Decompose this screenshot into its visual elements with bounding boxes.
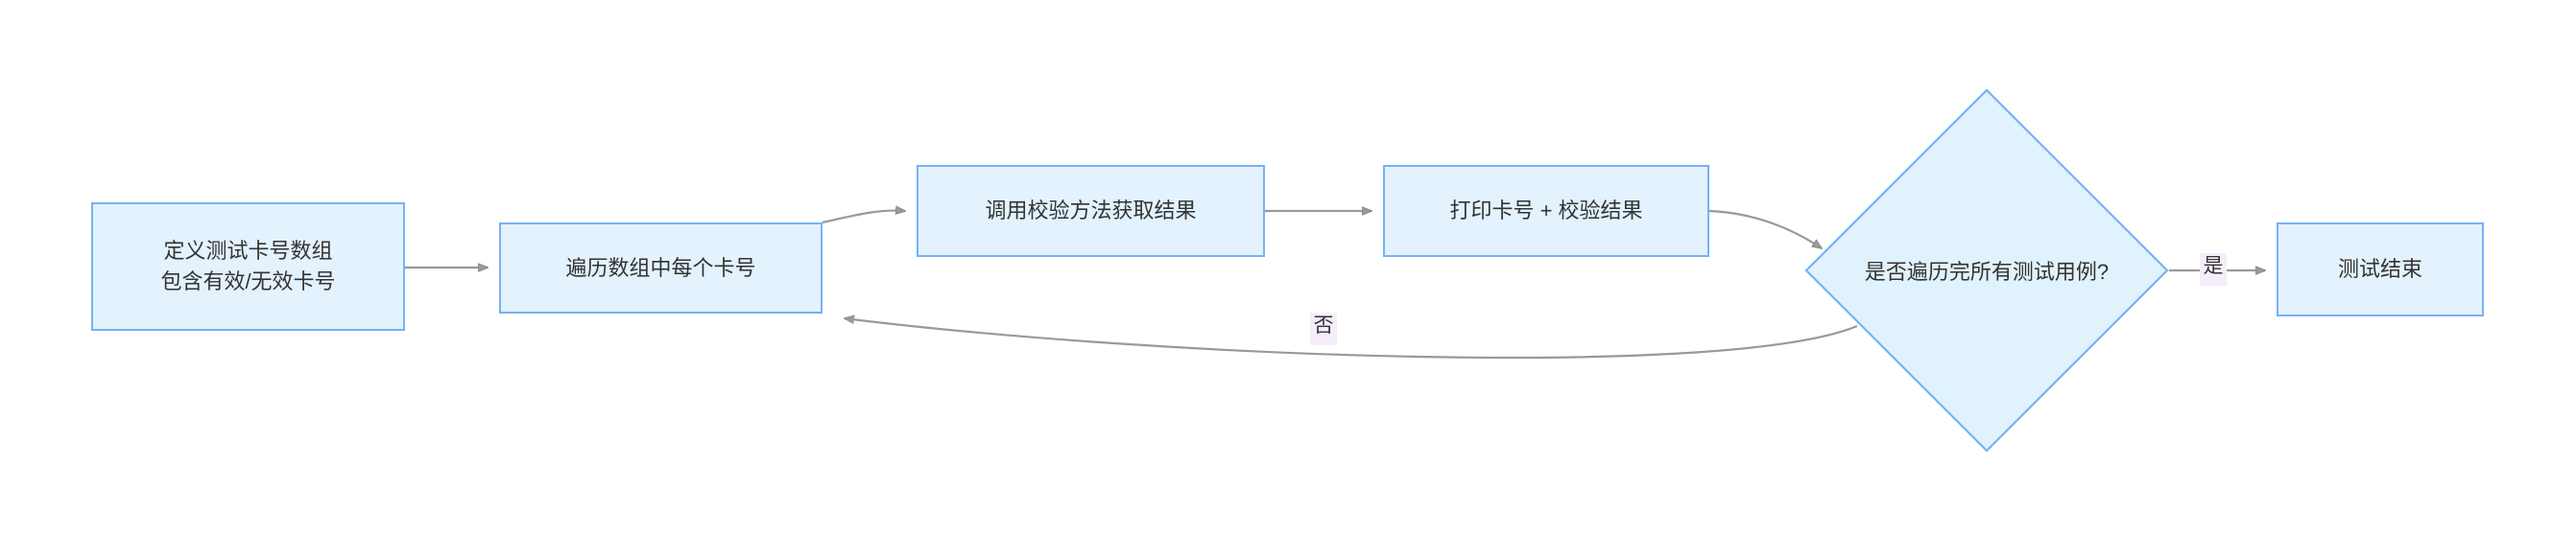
node-define-array-label: 定义测试卡号数组 包含有效/无效卡号 bbox=[160, 239, 336, 293]
diamond-shape-icon bbox=[1804, 88, 2169, 453]
edge-print-to-decision bbox=[1708, 209, 1822, 248]
node-iterate-array-label: 遍历数组中每个卡号 bbox=[565, 255, 756, 280]
node-call-validate-label: 调用校验方法获取结果 bbox=[985, 198, 1197, 223]
node-print-result-label: 打印卡号 + 校验结果 bbox=[1449, 198, 1643, 223]
edge-label-yes: 是 bbox=[2200, 253, 2227, 286]
node-call-validate[interactable]: 调用校验方法获取结果 bbox=[917, 165, 1265, 257]
node-define-array[interactable]: 定义测试卡号数组 包含有效/无效卡号 bbox=[91, 202, 405, 331]
node-iterate-array[interactable]: 遍历数组中每个卡号 bbox=[499, 222, 823, 314]
node-test-end-label: 测试结束 bbox=[2337, 257, 2422, 282]
node-all-cases-done-label: 是否遍历完所有测试用例? bbox=[1864, 260, 2110, 284]
edge-iterate-to-validate bbox=[822, 211, 905, 224]
edge-decision-to-iterate-loop bbox=[845, 318, 1858, 360]
node-print-result[interactable]: 打印卡号 + 校验结果 bbox=[1383, 165, 1709, 257]
edge-label-no: 否 bbox=[1310, 313, 1337, 345]
node-all-cases-done[interactable]: 是否遍历完所有测试用例? bbox=[1804, 88, 2169, 453]
node-test-end[interactable]: 测试结束 bbox=[2277, 222, 2484, 316]
